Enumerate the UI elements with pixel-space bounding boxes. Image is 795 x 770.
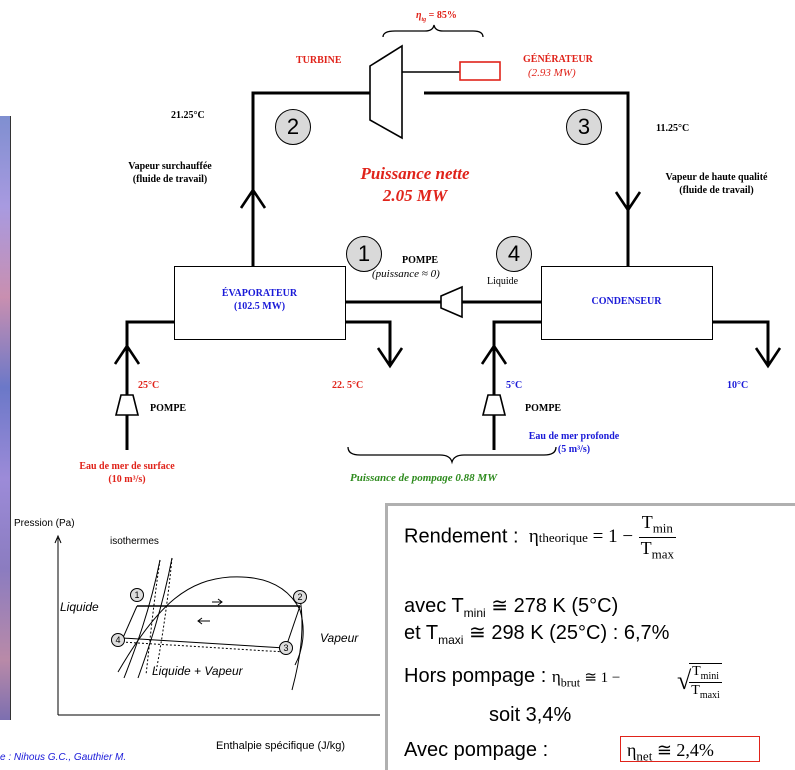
pump-middle-power: (puissance ≈ 0) [372,268,440,280]
generator-icon [459,61,501,81]
pump-middle-label: POMPE [402,255,439,266]
avec-pompage-line: Avec pompage : [404,739,549,761]
photo-strip [0,116,11,720]
vapor-quality-label: Vapeur de haute qualité (fluide de trava… [665,172,768,196]
turbine-icon [369,44,403,140]
evaporator-box [174,266,346,340]
temp-surface-out: 22. 5°C [332,380,364,391]
pumping-power-label: Puissance de pompage 0.88 MW [350,472,497,484]
condenser-label: CONDENSEUR [591,296,662,307]
chart-mix-label: Liquide + Vapeur [152,664,243,678]
temp-state-2: 21.25°C [171,110,205,121]
arrow-down-evap-out [376,347,404,369]
rendement-line: Rendement : ηtheorique = 1 − Tmin Tmax [404,512,676,562]
liquid-label: Liquide [487,276,519,287]
chart-point-3: 3 [279,641,293,655]
chart-x-label: Enthalpie spécifique (J/kg) [216,740,346,752]
eta-net-box: ηnet ≅ 2,4% [620,736,760,764]
arrow-down-right [614,191,642,213]
chart-point-1: 1 [130,588,144,602]
temp-surface-in: 25°C [138,380,160,391]
hors-pompage-line: Hors pompage : ηbrut ≅ 1 − [404,665,621,690]
temp-deep-in: 5°C [506,380,523,391]
state-2-marker: 2 [275,109,311,145]
soit-line: soit 3,4% [489,704,572,726]
pipe-evap-out [345,320,392,365]
temp-deep-out: 10°C [727,380,749,391]
t-maxi-line: et Tmaxi ≅ 298 K (25°C) : 6,7% [404,622,670,647]
pipe-evap-turbine [251,91,370,266]
chart-liquid-label: Liquide [60,600,99,614]
pipe-cond-in [492,320,541,395]
generator-power: (2.93 MW) [528,67,576,79]
chart-isotherms-label: isothermes [110,536,159,547]
surface-water-label: Eau de mer de surface (10 m³/s) [79,461,175,485]
state-4-marker: 4 [496,236,532,272]
t-mini-line: avec Tmini ≅ 278 K (5°C) [404,595,619,620]
net-power-label: Puissance nette 2.05 MW [360,164,470,205]
pump-middle-icon [440,285,463,319]
sqrt-fraction: √ Tmini Tmaxi [677,662,722,701]
chart-y-label: Pression (Pa) [14,518,75,529]
state-3-marker: 3 [566,109,602,145]
pumping-brace [347,446,557,465]
pipe-evap-in [125,320,174,395]
chart-point-4: 4 [111,633,125,647]
results-panel [385,503,795,770]
efficiency-brace [382,24,484,38]
chart-vapor-label: Vapeur [320,631,359,645]
pump-left-label: POMPE [150,403,187,414]
ph-chart [54,534,380,716]
generator-label: GÉNÉRATEUR [523,54,593,65]
arrow-up-cond-in [480,343,508,365]
vapor-superheated-label: Vapeur surchauffée (fluide de travail) [128,161,212,185]
evaporator-label: ÉVAPORATEUR (102.5 MW) [221,288,298,312]
temp-state-3: 11.25°C [656,123,690,134]
arrow-up-evap-in [113,343,141,365]
state-1-marker: 1 [346,236,382,272]
pump-right-icon [481,394,507,416]
arrow-up-left [239,187,267,209]
condenser-box [541,266,713,340]
pipe-cond-out [712,320,770,365]
turbine-label: TURBINE [296,55,342,66]
chart-point-2: 2 [293,590,307,604]
turbine-efficiency: ηtg = 85% [416,10,457,23]
pump-left-icon [114,394,140,416]
arrow-down-cond-out [754,347,782,369]
source-note: e : Nihous G.C., Gauthier M. [0,752,127,763]
deep-water-label: Eau de mer profonde (5 m³/s) [528,431,620,455]
pump-right-label: POMPE [525,403,562,414]
